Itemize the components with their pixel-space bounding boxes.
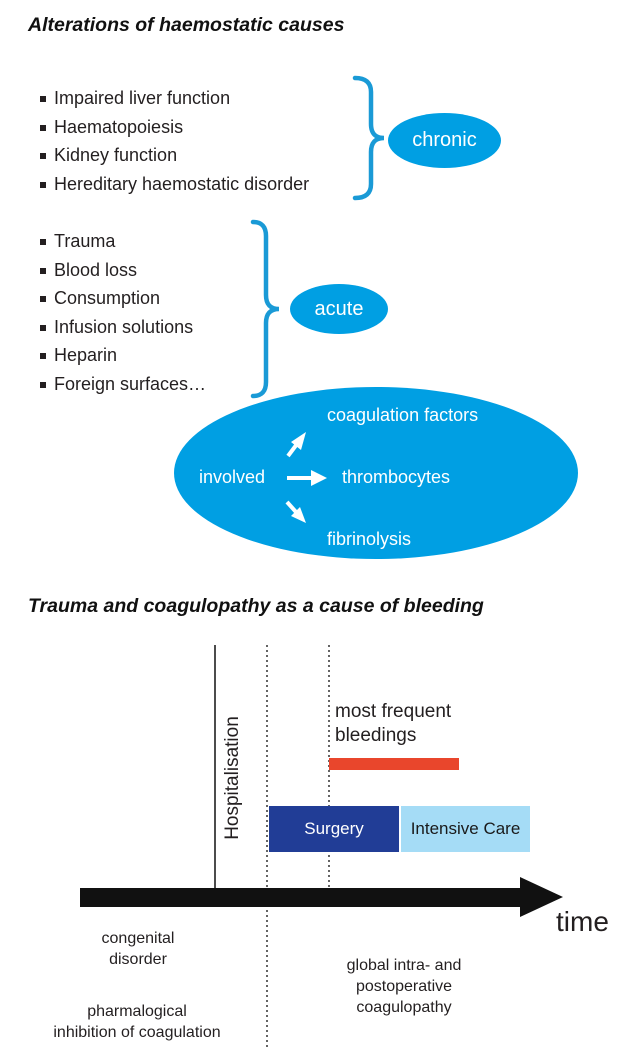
acute-label: acute bbox=[290, 284, 388, 334]
acute-brace bbox=[250, 219, 280, 399]
section2-title: Trauma and coagulopathy as a cause of bl… bbox=[28, 595, 484, 617]
label-line: inhibition of coagulation bbox=[53, 1024, 221, 1041]
surgery-label: Surgery bbox=[304, 819, 364, 838]
pharmalogical-inhibition-note: pharmalogical inhibition of coagulation bbox=[30, 1001, 244, 1043]
label-line: bleedings bbox=[335, 725, 417, 746]
chronic-brace bbox=[352, 75, 385, 201]
time-axis-label: time bbox=[556, 906, 609, 937]
label-line: pharmalogical bbox=[87, 1003, 187, 1020]
involved-label: involved bbox=[199, 467, 266, 487]
list-item: Kidney function bbox=[40, 141, 309, 170]
list-item: Blood loss bbox=[40, 256, 206, 285]
label-line: global intra- and bbox=[346, 957, 462, 974]
congenital-disorder-note: congenital disorder bbox=[88, 928, 188, 970]
involved-oval bbox=[174, 387, 578, 559]
section1-title: Alterations of haemostatic causes bbox=[28, 14, 345, 36]
label-line: congenital bbox=[101, 930, 175, 947]
list-item: Foreign surfaces… bbox=[40, 370, 206, 399]
list-item: Haematopoiesis bbox=[40, 113, 309, 142]
time-axis-shaft bbox=[80, 888, 525, 907]
intensive-care-bar bbox=[401, 806, 530, 852]
list-item: Trauma bbox=[40, 227, 206, 256]
list-item: Hereditary haemostatic disorder bbox=[40, 170, 309, 199]
acute-causes-list: Trauma Blood loss Consumption Infusion s… bbox=[40, 227, 206, 398]
list-item: Heparin bbox=[40, 341, 206, 370]
global-coagulopathy-note: global intra- and postoperative coagulop… bbox=[328, 955, 480, 1018]
target-coagulation-factors: coagulation factors bbox=[327, 405, 479, 425]
hospitalisation-label: Hospitalisation bbox=[222, 716, 243, 840]
target-thrombocytes: thrombocytes bbox=[342, 467, 451, 487]
intensive-care-label: Intensive Care bbox=[410, 819, 521, 838]
chronic-causes-list: Impaired liver function Haematopoiesis K… bbox=[40, 84, 309, 198]
most-frequent-bleedings-label: most frequent bleedings bbox=[335, 700, 451, 748]
surgery-bar bbox=[269, 806, 399, 852]
involved-arrows bbox=[285, 432, 327, 523]
most-frequent-bleedings-bar bbox=[329, 758, 459, 770]
label-line: disorder bbox=[109, 951, 167, 968]
time-axis-arrowhead bbox=[520, 877, 563, 917]
target-fibrinolysis: fibrinolysis bbox=[327, 529, 412, 549]
list-item: Consumption bbox=[40, 284, 206, 313]
list-item: Infusion solutions bbox=[40, 313, 206, 342]
label-line: coagulopathy bbox=[356, 999, 452, 1016]
chronic-label: chronic bbox=[388, 113, 501, 168]
label-line: postoperative bbox=[355, 978, 453, 995]
list-item: Impaired liver function bbox=[40, 84, 309, 113]
label-line: most frequent bbox=[335, 701, 452, 722]
